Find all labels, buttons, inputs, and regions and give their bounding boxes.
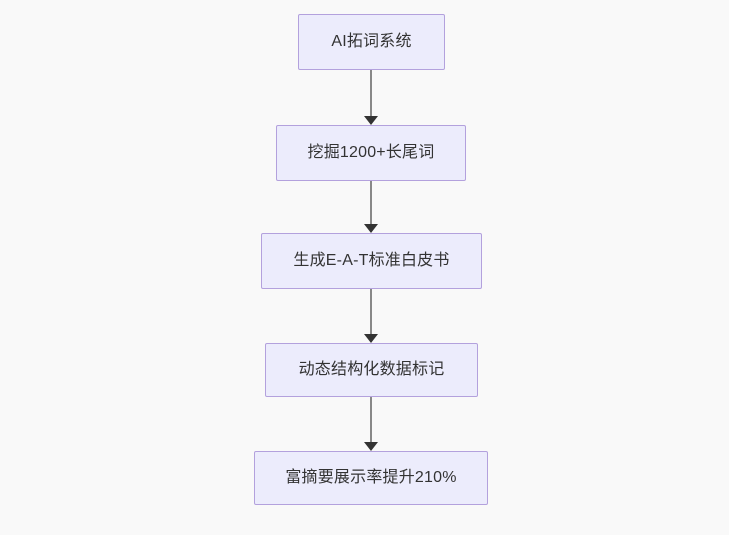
connector-arrowhead-icon [364,334,378,343]
flow-node-label: 生成E-A-T标准白皮书 [293,252,450,269]
flow-connector-1 [359,70,383,125]
flow-connector-3 [359,289,383,343]
connector-line [370,289,372,334]
flow-node-label: 动态结构化数据标记 [298,361,445,378]
connector-arrowhead-icon [364,442,378,451]
flow-node-label: 挖掘1200+长尾词 [307,144,435,161]
connector-line [370,181,372,224]
flow-node-eat-whitepaper[interactable]: 生成E-A-T标准白皮书 [261,233,482,289]
flow-node-ai-keyword-system[interactable]: AI拓词系统 [298,14,445,70]
connector-line [370,70,372,116]
flow-connector-4 [359,397,383,451]
connector-arrowhead-icon [364,224,378,233]
flow-node-label: 富摘要展示率提升210% [285,469,457,486]
flow-connector-2 [359,181,383,233]
connector-line [370,397,372,442]
flow-node-longtail-keywords[interactable]: 挖掘1200+长尾词 [276,125,466,181]
flow-node-label: AI拓词系统 [331,33,412,50]
connector-arrowhead-icon [364,116,378,125]
flow-node-structured-data-markup[interactable]: 动态结构化数据标记 [265,343,478,397]
flow-node-rich-snippet-growth[interactable]: 富摘要展示率提升210% [254,451,488,505]
